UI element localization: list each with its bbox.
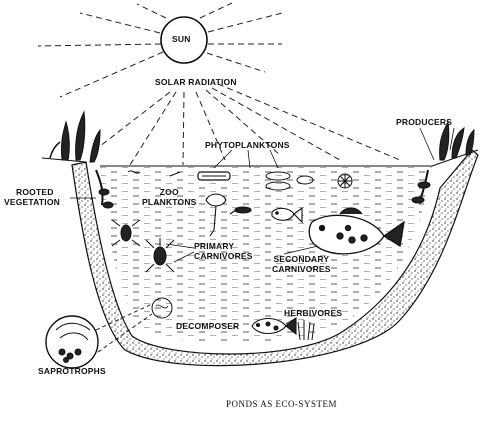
label-saprotrophs: SAPROTROPHS [38, 366, 106, 376]
phytoplanktons [127, 170, 353, 191]
label-zoo-planktons-line1: ZOO [159, 187, 179, 197]
label-rooted-vegetation-line2: VEGETATION [4, 196, 60, 207]
leader-lines [70, 127, 455, 325]
primary-carnivores [111, 219, 175, 273]
decomposer-circle [151, 297, 173, 319]
producers-vegetation-right [411, 120, 475, 204]
label-secondary-carnivores-line2: CARNIVORES [272, 263, 331, 274]
pond-basin [41, 149, 479, 367]
sun-rays [37, 2, 283, 98]
label-solar-radiation: SOLAR RADIATION [155, 77, 237, 87]
large-fish [308, 207, 405, 255]
label-herbivores: HERBIVORES [284, 308, 343, 318]
label-primary-carnivores: PRIMARY CARNIVORES [194, 241, 253, 262]
radiation-rays [94, 83, 401, 166]
label-rooted-vegetation-line1: ROOTED [16, 187, 54, 197]
label-primary-carnivores-line2: CARNIVORES [194, 250, 253, 261]
rooted-vegetation-left [49, 110, 114, 209]
saprotrophs-inset [45, 303, 153, 369]
label-sun: SUN [172, 34, 191, 44]
small-fish [271, 206, 303, 224]
bottom-weeds [297, 320, 315, 341]
label-secondary-carnivores-line1: SECONDARY [273, 254, 330, 264]
label-phytoplanktons: PHYTOPLANKTONS [205, 140, 290, 150]
diagram-caption: PONDS AS ECO-SYSTEM [226, 399, 338, 409]
label-secondary-carnivores: SECONDARY CARNIVORES [272, 254, 331, 275]
label-producers: PRODUCERS [396, 117, 453, 127]
zooplanktons [205, 193, 252, 237]
label-zoo-planktons-line2: PLANKTONS [142, 196, 197, 207]
label-primary-carnivores-line1: PRIMARY [194, 241, 235, 251]
label-decomposer: DECOMPOSER [176, 321, 240, 331]
label-zoo-planktons: ZOO PLANKTONS [142, 187, 197, 208]
herbivore-fish [251, 316, 297, 336]
sun [160, 16, 208, 64]
label-rooted-vegetation: ROOTED VEGETATION [4, 187, 60, 208]
